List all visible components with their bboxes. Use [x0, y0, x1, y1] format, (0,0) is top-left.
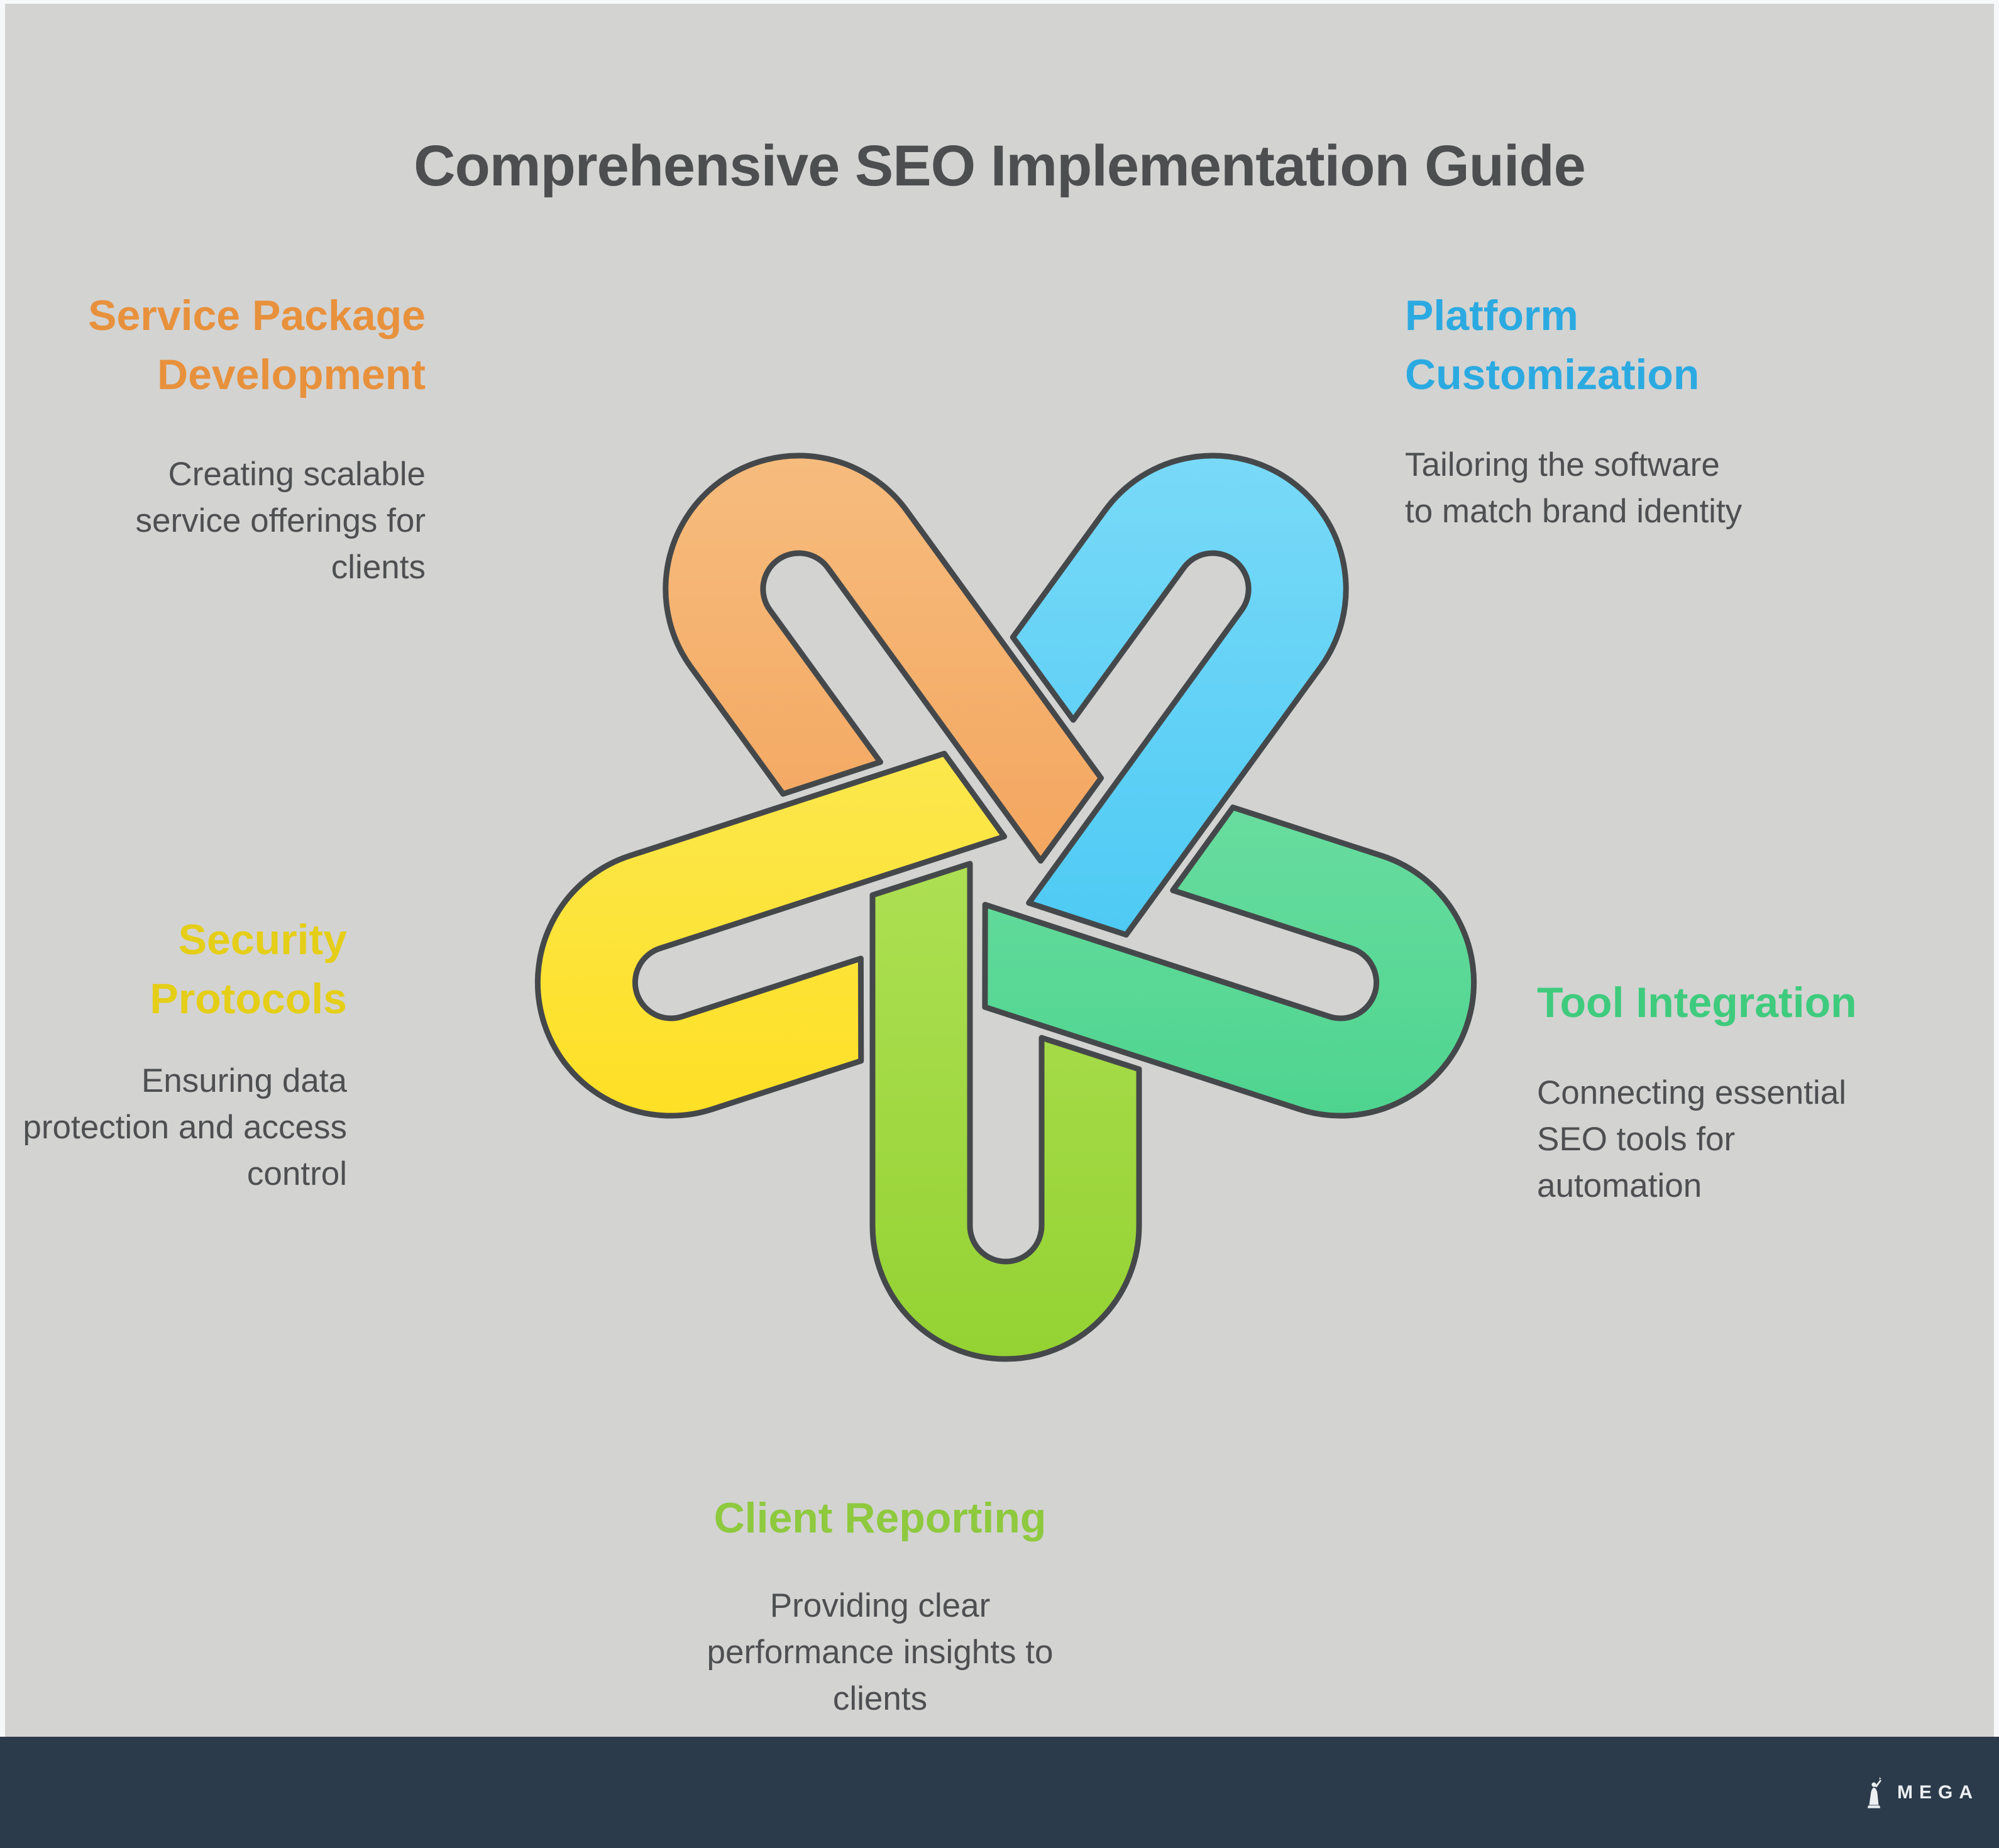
- footer-bar: MEGA: [0, 1737, 1999, 1848]
- page-title: Comprehensive SEO Implementation Guide: [414, 134, 1586, 198]
- description-line: to match brand identity: [1405, 493, 1743, 530]
- section-service-package: Service Package Development Creating sca…: [0, 286, 426, 591]
- section-description: Providing clear performance insights to …: [534, 1583, 1226, 1722]
- description-line: service offerings for: [135, 502, 426, 539]
- knot-figure: [534, 453, 1477, 1362]
- infographic-canvas: [5, 4, 1994, 1737]
- heading-line: Development: [157, 351, 426, 399]
- section-client-reporting: Client Reporting Providing clear perform…: [534, 1488, 1226, 1722]
- security-loop: [534, 751, 1008, 1119]
- tool-integration-loop: [982, 804, 1477, 1119]
- section-heading: Client Reporting: [534, 1488, 1226, 1548]
- section-description: Ensuring data protection and access cont…: [0, 1058, 347, 1197]
- description-line: clients: [832, 1680, 928, 1717]
- section-tool-integration: Tool Integration Connecting essential SE…: [1537, 973, 1977, 1209]
- heading-line: Protocols: [150, 975, 347, 1023]
- heading-line: Client Reporting: [713, 1494, 1047, 1542]
- section-description: Connecting essential SEO tools for autom…: [1537, 1070, 1977, 1209]
- section-heading: Service Package Development: [0, 286, 426, 404]
- description-line: Creating scalable: [168, 456, 426, 493]
- mega-logo: MEGA: [1864, 1776, 1979, 1809]
- heading-line: Service Package: [88, 292, 426, 339]
- description-line: Connecting essential: [1537, 1074, 1847, 1111]
- section-security-protocols: Security Protocols Ensuring data protect…: [0, 910, 347, 1197]
- section-description: Creating scalable service offerings for …: [0, 451, 426, 591]
- heading-line: Customization: [1405, 351, 1700, 399]
- description-line: control: [246, 1155, 347, 1192]
- heading-line: Tool Integration: [1537, 979, 1857, 1026]
- section-heading: Tool Integration: [1537, 973, 1977, 1032]
- client-reporting-loop: [869, 861, 1142, 1362]
- description-line: automation: [1537, 1167, 1702, 1204]
- description-line: Providing clear: [769, 1587, 991, 1624]
- platform-loop: [1010, 453, 1349, 938]
- section-heading: Platform Customization: [1405, 286, 1883, 404]
- section-heading: Security Protocols: [0, 910, 347, 1028]
- description-line: Tailoring the software: [1405, 446, 1720, 483]
- section-platform-customization: Platform Customization Tailoring the sof…: [1405, 286, 1883, 535]
- description-line: clients: [331, 549, 426, 586]
- description-line: protection and access: [23, 1109, 347, 1146]
- heading-line: Security: [178, 916, 347, 964]
- section-description: Tailoring the software to match brand id…: [1405, 442, 1883, 535]
- description-line: SEO tools for: [1537, 1121, 1736, 1158]
- description-line: Ensuring data: [141, 1062, 347, 1099]
- service-package-loop: [663, 453, 1104, 864]
- statue-icon: [1867, 1776, 1881, 1808]
- description-line: performance insights to: [707, 1634, 1054, 1671]
- heading-line: Platform: [1405, 292, 1578, 339]
- brand-name: MEGA: [1897, 1781, 1979, 1803]
